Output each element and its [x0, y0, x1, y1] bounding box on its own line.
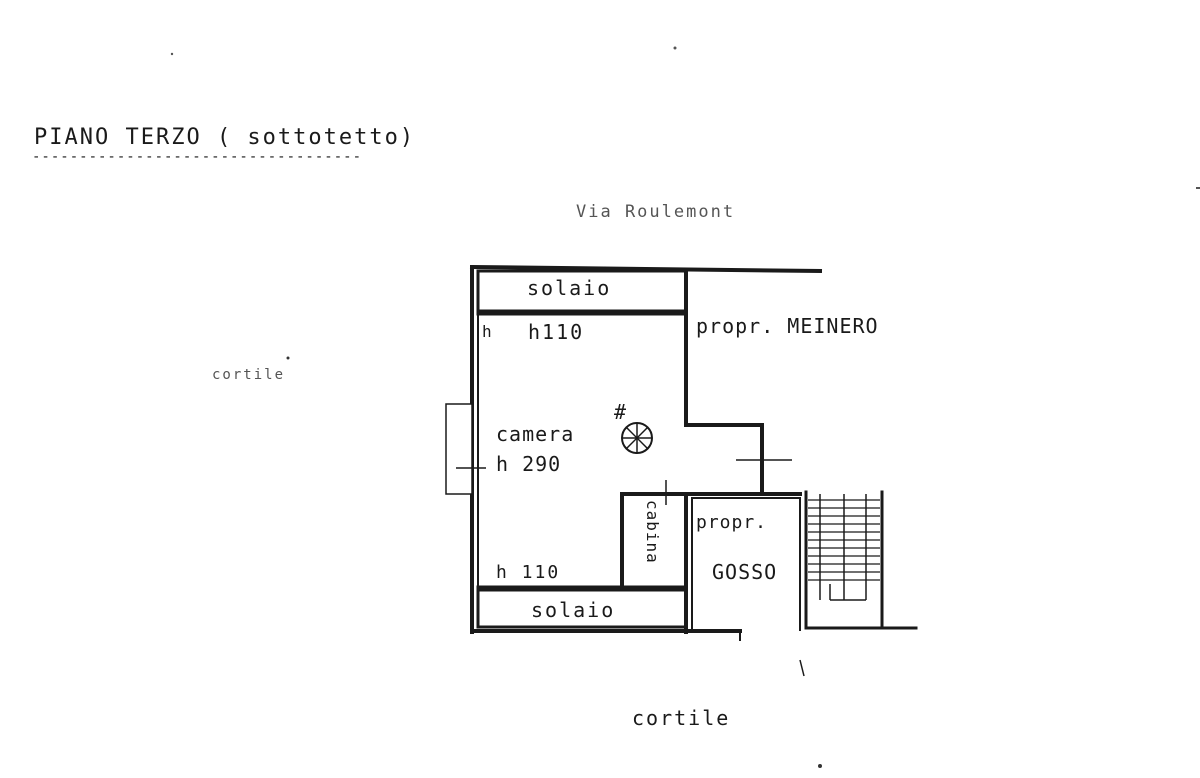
height-marker-label: h [482, 322, 493, 341]
street-name-bottom: cortile [632, 706, 731, 730]
street-name-top: Via Roulemont [576, 202, 736, 222]
tick-bottom-right [799, 659, 805, 677]
solaio-bottom-label: solaio [531, 598, 616, 622]
camera-label: camera [496, 422, 575, 446]
cabina-label: cabina [643, 500, 662, 564]
neighbor-propr-label: propr. [696, 512, 768, 533]
height-top-label: h110 [528, 320, 585, 344]
staircase [804, 490, 918, 630]
outer-top-wall [469, 264, 823, 274]
camera-height-label: h 290 [496, 452, 562, 476]
window-frame [445, 403, 473, 495]
neighbor-meinero-label: propr. MEINERO [696, 314, 879, 338]
paper-speck-3 [818, 764, 822, 768]
height-bottom-label: h 110 [496, 562, 561, 583]
page-title: PIANO TERZO ( sottotetto) [34, 125, 416, 150]
vent-symbol [621, 422, 653, 454]
neighbor-gosso-label: GOSSO [712, 560, 778, 584]
solaio-top-box [476, 269, 688, 313]
paper-speck-2 [673, 46, 677, 50]
chimney-mark: # [614, 400, 628, 424]
paper-speck-1 [170, 52, 174, 56]
street-name-left: cortile [212, 367, 286, 383]
solaio-top-label: solaio [527, 276, 612, 300]
paper-speck-4 [286, 356, 290, 360]
title-underline: ----------------------------------- [32, 149, 363, 165]
solaio-bottom-box [476, 588, 688, 629]
